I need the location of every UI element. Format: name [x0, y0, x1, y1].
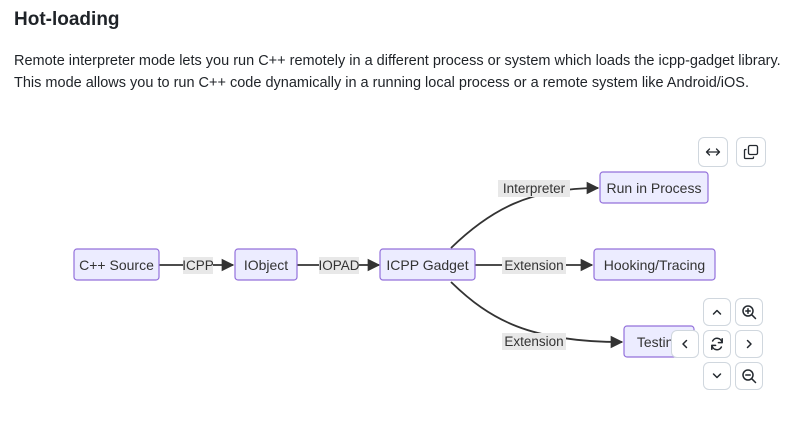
node-cpp-source: C++ Source [73, 248, 160, 281]
copy-icon [743, 144, 759, 160]
reset-button[interactable] [703, 330, 731, 358]
pan-left-icon [682, 339, 688, 349]
section-heading: Hot-loading [14, 9, 120, 30]
edge-label-icpp: ICPP [182, 258, 214, 273]
node-label: ICPP Gadget [386, 257, 468, 273]
edge-gadget-run [450, 181, 600, 249]
node-label: IObject [244, 257, 288, 273]
zoom-out-button[interactable] [735, 362, 763, 390]
pan-down-button[interactable] [703, 362, 731, 390]
node-run-in-process: Run in Process [599, 171, 709, 204]
node-iobject: IObject [234, 248, 298, 281]
node-icpp-gadget: ICPP Gadget [379, 248, 476, 281]
reset-icon [711, 337, 723, 351]
node-label: Run in Process [607, 180, 702, 196]
expand-button[interactable] [698, 137, 728, 167]
pan-down-icon [712, 373, 722, 379]
edge-label-extension-hooking: Extension [504, 258, 563, 273]
edge-gadget-testing [450, 281, 624, 349]
node-label: Testing [637, 334, 681, 350]
pan-right-button[interactable] [735, 330, 763, 358]
node-label: Hooking/Tracing [604, 257, 705, 273]
pan-up-button[interactable] [703, 298, 731, 326]
node-label: C++ Source [79, 257, 154, 273]
pan-right-icon [746, 339, 752, 349]
edge-label-iopad: IOPAD [318, 258, 359, 273]
section-description: Remote interpreter mode lets you run C++… [14, 53, 781, 91]
edge-label-extension-testing: Extension [504, 334, 563, 349]
node-hooking-tracing: Hooking/Tracing [593, 248, 716, 281]
pan-left-button[interactable] [671, 330, 699, 358]
zoom-in-button[interactable] [735, 298, 763, 326]
zoom-in-icon [742, 305, 757, 320]
expand-icon [705, 148, 721, 156]
edge-label-interpreter: Interpreter [503, 181, 566, 196]
pan-up-icon [712, 309, 722, 315]
copy-button[interactable] [736, 137, 766, 167]
zoom-out-icon [742, 369, 757, 384]
